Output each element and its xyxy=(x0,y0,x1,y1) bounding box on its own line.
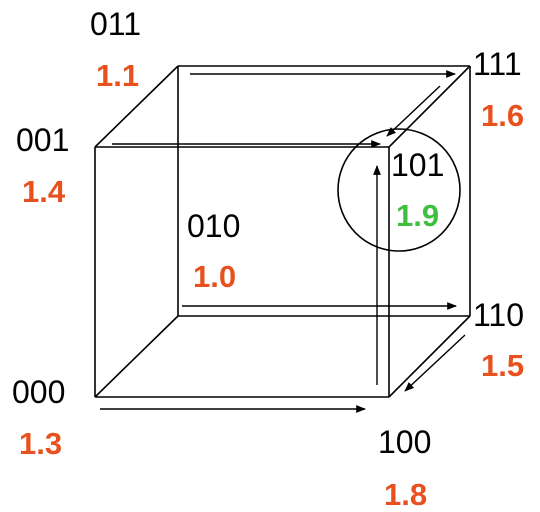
node-value-110: 1.5 xyxy=(481,348,525,383)
node-code-101: 101 xyxy=(391,147,445,183)
move-arrow-110-to-100 xyxy=(404,334,466,392)
node-code-111: 111 xyxy=(473,46,522,82)
move-arrows xyxy=(100,70,466,413)
node-value-000: 1.3 xyxy=(19,426,63,461)
move-arrow-111-to-101 xyxy=(386,85,441,137)
node-code-000: 000 xyxy=(12,374,66,410)
node-value-011: 1.1 xyxy=(96,58,140,93)
cube-edges xyxy=(94,65,471,398)
node-value-001: 1.4 xyxy=(22,174,66,209)
cube-edge-100-110 xyxy=(388,315,471,398)
node-value-101: 1.9 xyxy=(396,198,440,233)
cube-edge-101-111 xyxy=(388,65,471,148)
node-code-001: 001 xyxy=(16,122,70,158)
node-value-100: 1.8 xyxy=(384,477,428,512)
best-node-highlight-circle xyxy=(337,128,461,252)
node-code-100: 100 xyxy=(378,424,432,460)
node-code-011: 011 xyxy=(90,6,142,42)
cube-edge-000-010 xyxy=(94,315,179,398)
node-code-010: 010 xyxy=(187,208,241,244)
node-code-110: 110 xyxy=(473,297,525,333)
node-value-010: 1.0 xyxy=(193,259,237,294)
node-value-111: 1.6 xyxy=(481,98,525,133)
cube-edge-001-011 xyxy=(94,65,179,148)
